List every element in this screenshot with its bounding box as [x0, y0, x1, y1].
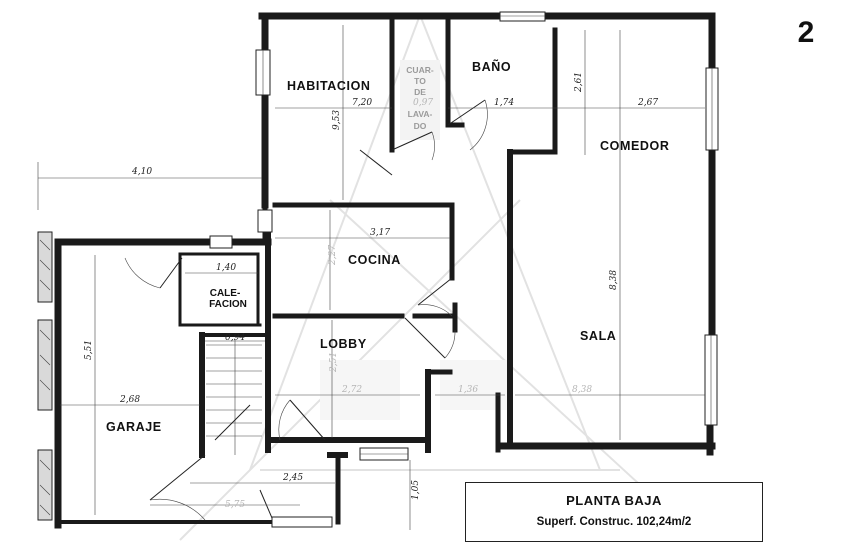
dim-1-40: 1,40 [216, 263, 236, 273]
room-label-habitacion: HABITACION [287, 79, 371, 93]
dim-2-61: 2,61 [574, 72, 584, 93]
garaje-facade-texture [37, 231, 53, 521]
dim-2-68: 2,68 [119, 395, 140, 405]
dim-7-20: 7,20 [352, 98, 372, 108]
room-label-calefaccion-1: CALE- [210, 288, 241, 299]
dim-5-51: 5,51 [84, 340, 94, 360]
dim-2-51: 2,51 [329, 352, 339, 373]
room-label-cuarto-lavado-1: CUAR- [406, 65, 434, 75]
windows [209, 11, 719, 528]
room-label-cuarto-lavado-2: TO [414, 76, 426, 86]
dim-8-38-vertical: 8,38 [609, 270, 619, 290]
room-label-lobby: LOBBY [320, 337, 367, 351]
room-label-cocina: COCINA [348, 253, 401, 267]
dim-3-17: 3,17 [370, 228, 390, 238]
dim-2-45: 2,45 [282, 473, 303, 483]
room-label-sala: SALA [580, 329, 616, 343]
dim-0-97: 0,97 [413, 98, 433, 108]
room-labels: HABITACION CUAR- TO DE LAVA- DO BAÑO COM… [106, 59, 669, 434]
sheet-number: 2 [797, 16, 815, 49]
room-label-cuarto-lavado-4: LAVA- [408, 109, 433, 119]
dimension-labels: 4,10 7,20 0,97 1,74 2,61 2,67 9,53 3,17 … [84, 72, 658, 510]
interior-walls [178, 17, 558, 525]
dim-2-27: 2,27 [328, 245, 338, 266]
dim-2-72: 2,72 [341, 385, 362, 395]
dim-1-74: 1,74 [494, 98, 514, 108]
room-label-garaje: GARAJE [106, 420, 162, 434]
dim-1-05: 1,05 [411, 480, 421, 500]
room-label-calefaccion-2: FACION [209, 299, 247, 310]
dimension-lines [37, 25, 705, 530]
dim-4-10: 4,10 [131, 167, 152, 177]
title-block-subtitle: Superf. Construc. 102,24m/2 [536, 516, 692, 528]
title-block: PLANTA BAJA Superf. Construc. 102,24m/2 [465, 482, 763, 542]
exterior-walls [54, 12, 716, 529]
dim-1-36: 1,36 [458, 385, 478, 395]
room-label-cuarto-lavado-5: DO [414, 121, 427, 131]
door-swings [124, 99, 488, 526]
room-label-cuarto-lavado-3: DE [414, 87, 426, 97]
stairs [206, 340, 262, 455]
dim-2-67: 2,67 [637, 98, 658, 108]
dim-8-38-horizontal: 8,38 [572, 385, 592, 395]
room-label-bano: BAÑO [472, 59, 511, 74]
room-label-comedor: COMEDOR [600, 139, 669, 153]
dim-9-53: 9,53 [332, 110, 342, 130]
dim-5-75: 5,75 [225, 500, 245, 510]
dim-0-94: 0,94 [225, 333, 245, 343]
title-block-title: PLANTA BAJA [566, 493, 662, 508]
